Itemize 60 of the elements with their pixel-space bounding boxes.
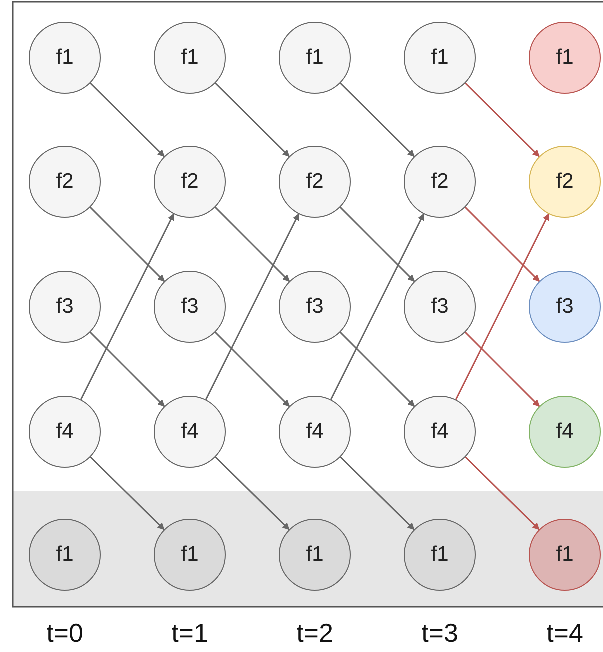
arrow (90, 206, 166, 282)
node-label: f3 (181, 295, 199, 319)
node-label: f1 (306, 46, 324, 70)
node-label: f4 (56, 420, 74, 444)
arrow (340, 206, 416, 282)
state-circle (29, 396, 101, 468)
arrow (215, 82, 290, 158)
arrow (464, 332, 540, 408)
time-label: t=1 (172, 618, 208, 649)
arrow (340, 82, 415, 158)
arrow (465, 456, 540, 530)
arrow (215, 456, 290, 530)
state-circle (404, 271, 476, 343)
arrow (330, 214, 425, 400)
node-label: f1 (431, 46, 449, 70)
arrow (465, 82, 540, 158)
node-label: f1 (181, 543, 199, 567)
state-circle (404, 396, 476, 468)
node-label: f3 (306, 295, 324, 319)
arrow (214, 206, 290, 282)
arrow (214, 332, 290, 408)
arrow (464, 206, 540, 282)
arrow (90, 332, 166, 408)
node-label: f1 (181, 46, 199, 70)
state-circle (154, 271, 226, 343)
node-label: f3 (56, 295, 74, 319)
node-label: f4 (556, 420, 574, 444)
arrow (80, 214, 175, 400)
arrow (455, 214, 550, 400)
node-label: f1 (431, 543, 449, 567)
arrow (90, 456, 165, 530)
time-label: t=2 (296, 618, 334, 649)
node-label: f4 (306, 420, 324, 444)
state-circle (154, 146, 226, 218)
time-label: t=3 (422, 618, 458, 649)
node-label: f1 (56, 46, 74, 70)
node-label: f1 (556, 543, 574, 567)
node-label: f1 (306, 543, 324, 567)
time-label: t=0 (46, 618, 84, 649)
node-label: f1 (556, 46, 574, 70)
node-label: f2 (431, 170, 449, 194)
state-circle (279, 146, 351, 218)
state-circle (279, 271, 351, 343)
node-label: f3 (556, 295, 574, 319)
node-label: f3 (431, 295, 449, 319)
state-circle (404, 146, 476, 218)
node-label: f2 (181, 170, 199, 194)
node-label: f2 (306, 170, 324, 194)
arrow (90, 82, 165, 158)
arrow (340, 456, 415, 530)
node-label: f4 (181, 420, 199, 444)
node-label: f2 (556, 170, 574, 194)
state-circle (154, 396, 226, 468)
node-label: f2 (56, 170, 74, 194)
time-label: t=4 (546, 618, 584, 649)
arrow (340, 332, 416, 408)
state-circle (279, 396, 351, 468)
arrow (205, 214, 300, 400)
node-label: f1 (56, 543, 74, 567)
node-label: f4 (431, 420, 449, 444)
